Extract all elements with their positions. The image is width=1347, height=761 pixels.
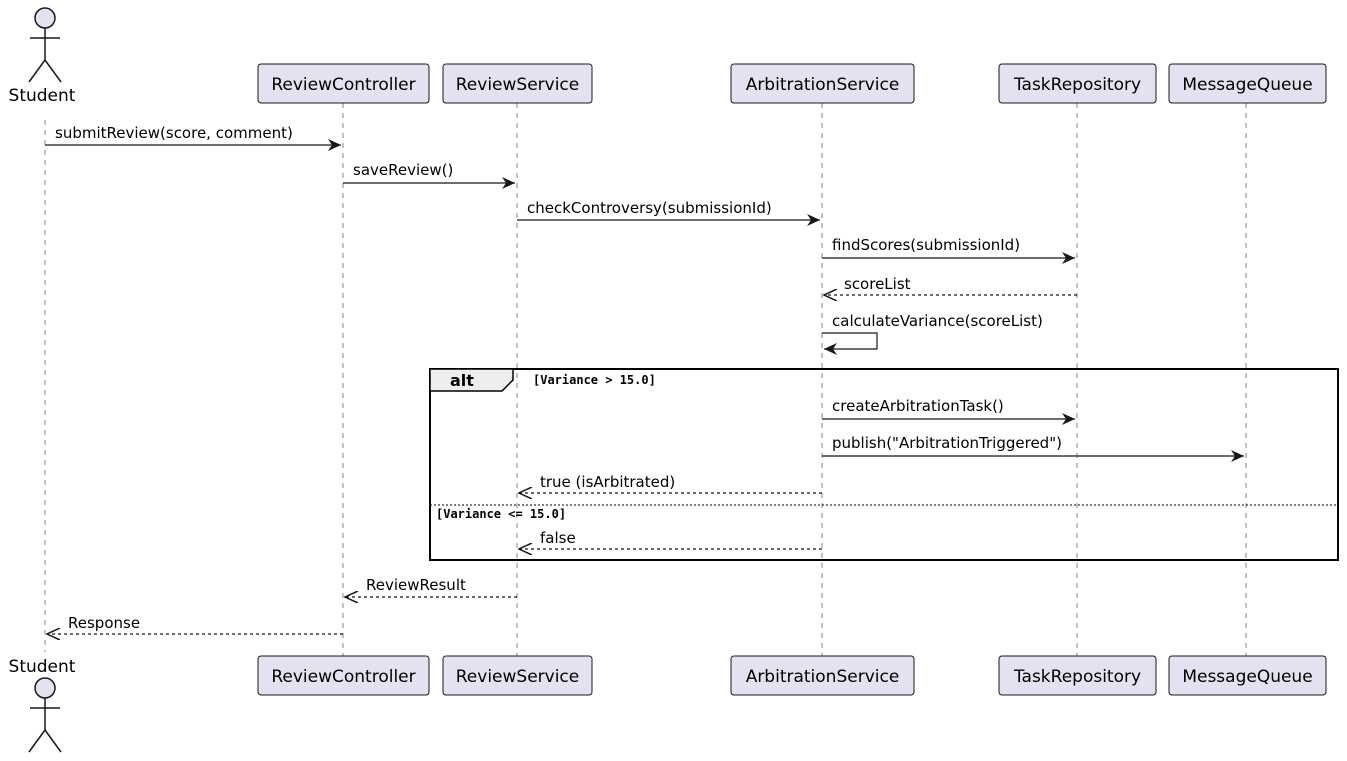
message-label: findScores(submissionId)	[832, 236, 1020, 254]
actor-head-icon	[34, 7, 56, 29]
participant-messagequeue-top: MessageQueue	[1168, 63, 1327, 104]
message-label: scoreList	[844, 275, 911, 293]
participant-label: ArbitrationService	[746, 667, 900, 687]
participant-taskrepository-top: TaskRepository	[998, 63, 1157, 104]
message-label: publish("ArbitrationTriggered")	[832, 434, 1062, 452]
message-save-review: saveReview()	[343, 161, 515, 189]
alt-tab	[429, 368, 514, 392]
message-score-list: scoreList	[824, 275, 1077, 295]
actor-label-bottom: Student	[9, 657, 76, 677]
message-label: submitReview(score, comment)	[55, 124, 293, 142]
message-find-scores: findScores(submissionId)	[822, 236, 1075, 264]
participant-reviewcontroller-bottom: ReviewController	[257, 655, 430, 696]
message-label: createArbitrationTask()	[832, 397, 1004, 415]
participant-label: ArbitrationService	[746, 75, 900, 95]
participant-reviewservice-bottom: ReviewService	[442, 655, 593, 696]
message-response: Response	[47, 614, 343, 634]
participant-arbitrationservice-top: ArbitrationService	[730, 63, 915, 104]
message-calculate-variance: calculateVariance(scoreList)	[822, 312, 1043, 355]
alt-fragment: alt [Variance > 15.0] [Variance <= 15.0]	[429, 368, 1339, 561]
message-label: ReviewResult	[366, 576, 466, 594]
message-create-arbitration-task: createArbitrationTask()	[822, 397, 1075, 425]
message-check-controversy: checkControversy(submissionId)	[517, 199, 820, 226]
participant-label: ReviewService	[456, 75, 579, 95]
alt-frame	[429, 368, 1339, 561]
alt-keyword: alt	[450, 371, 474, 390]
message-submit-review: submitReview(score, comment)	[45, 124, 341, 151]
participant-reviewservice-top: ReviewService	[442, 63, 593, 104]
participant-label: ReviewService	[456, 667, 579, 687]
actor-head-icon	[34, 677, 56, 699]
message-label: false	[540, 529, 576, 547]
alt-guard-1: [Variance > 15.0]	[533, 373, 656, 387]
participant-messagequeue-bottom: MessageQueue	[1168, 655, 1327, 696]
participant-label: TaskRepository	[1013, 667, 1141, 687]
actor-label-top: Student	[9, 86, 76, 106]
actor-student-top: Student	[9, 7, 76, 106]
message-false: false	[519, 529, 822, 549]
message-true-is-arbitrated: true (isArbitrated)	[519, 473, 822, 493]
participant-reviewcontroller-top: ReviewController	[257, 63, 430, 104]
message-label: Response	[68, 614, 140, 632]
alt-guard-2: [Variance <= 15.0]	[436, 507, 566, 521]
participant-label: ReviewController	[271, 667, 415, 687]
message-label: true (isArbitrated)	[540, 473, 675, 491]
message-label: calculateVariance(scoreList)	[832, 312, 1043, 330]
actor-student-bottom: Student	[9, 657, 76, 753]
message-publish: publish("ArbitrationTriggered")	[822, 434, 1244, 462]
message-review-result: ReviewResult	[345, 576, 517, 597]
message-label: checkControversy(submissionId)	[527, 199, 772, 217]
participant-arbitrationservice-bottom: ArbitrationService	[730, 655, 915, 696]
participant-taskrepository-bottom: TaskRepository	[998, 655, 1157, 696]
participant-label: ReviewController	[271, 75, 415, 95]
participant-label: MessageQueue	[1182, 667, 1312, 687]
message-label: saveReview()	[353, 161, 453, 179]
participant-label: MessageQueue	[1182, 75, 1312, 95]
participant-label: TaskRepository	[1013, 75, 1141, 95]
